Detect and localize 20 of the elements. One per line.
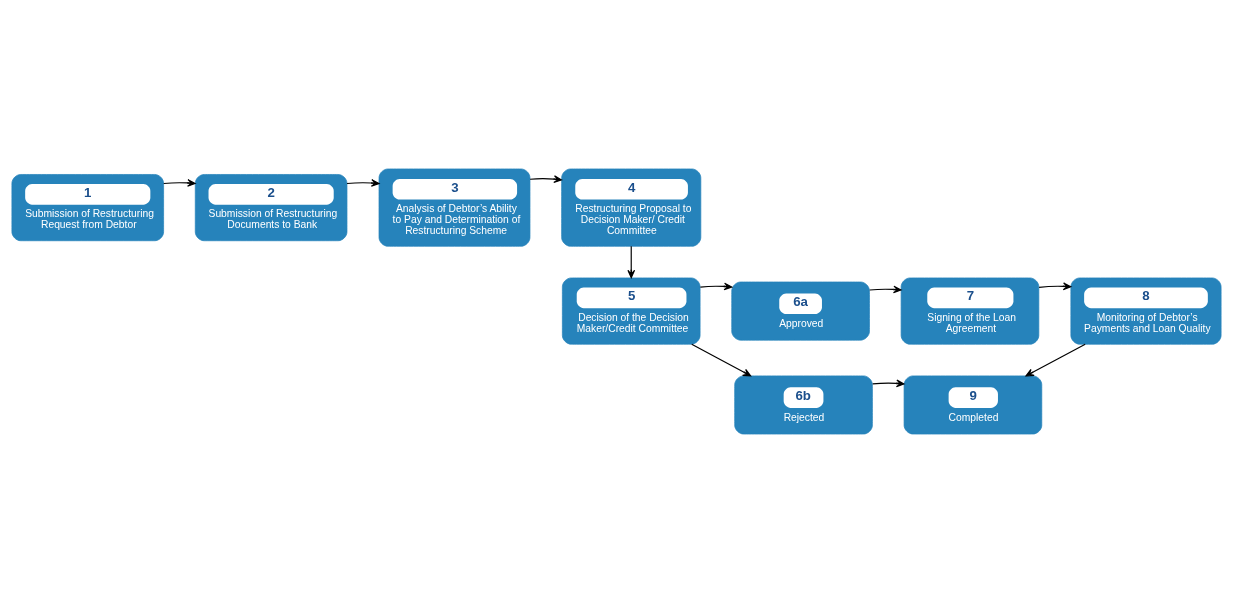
arrow xyxy=(163,179,196,187)
node-box: 4 Restructuring Proposal to Decision Maker/ Credit Committee xyxy=(561,168,702,247)
arrow xyxy=(1038,282,1072,291)
node-box: 2 Submission of Restructuring Documents to Bank xyxy=(194,174,348,242)
node-box: 7 Signing of the Loan Agreement xyxy=(900,277,1040,345)
arrow xyxy=(529,175,563,183)
arrow xyxy=(872,379,905,388)
arrow xyxy=(699,282,733,291)
arrow xyxy=(346,179,380,187)
node-box: 8 Monitoring of Debtor’s Payments and Loan Quality xyxy=(1070,277,1222,345)
node-box: 6a Approved xyxy=(731,281,870,341)
arrow xyxy=(1025,343,1086,377)
node-box: 1 Submission of Restructuring Request from Debtor xyxy=(11,174,164,242)
node-box: 9 Completed xyxy=(903,375,1043,435)
arrow xyxy=(691,343,752,377)
node-box: 6b Rejected xyxy=(734,375,873,435)
arrow xyxy=(627,245,636,279)
node-box: 5 Decision of the Decision Maker/Credit Committee xyxy=(562,277,701,345)
arrow xyxy=(869,285,902,294)
node-box: 3 Analysis of Debtor’s Ability to Pay and Determination of Restructuring Scheme xyxy=(378,168,531,247)
